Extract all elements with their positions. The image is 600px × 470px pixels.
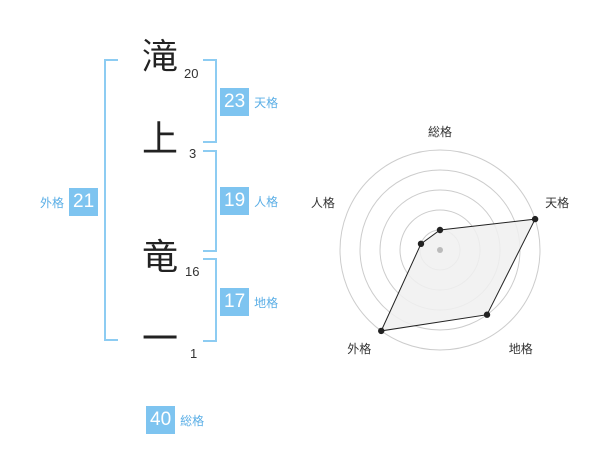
radar-axis-label-1: 総格 [428,124,452,139]
tenkaku-badge: 23 天格 [220,88,278,116]
jinkaku-label: 人格 [254,194,279,209]
gaikaku-badge: 外格 21 [40,188,99,216]
stroke-count-3: 16 [185,264,200,279]
tenkaku-bracket [203,59,217,143]
jinkaku-value: 19 [220,187,250,215]
name-char-2: 上 [142,119,179,160]
name-char-1: 滝 [142,37,179,78]
soukaku-label: 総格 [180,413,205,428]
name-char-3: 竜 [142,237,179,278]
gaikaku-value: 21 [69,188,99,216]
gaikaku-bracket [104,59,118,341]
radar-point-1 [436,226,444,234]
radar-grid-ring [339,149,541,351]
stroke-count-1: 20 [184,66,199,81]
tenkaku-value: 23 [220,88,250,116]
chikaku-bracket [203,258,217,342]
radar-series-area [380,218,536,332]
stroke-count-4: 1 [190,346,198,361]
jinkaku-bracket [203,150,217,252]
radar-point-2 [531,215,539,223]
radar-center-dot [437,247,443,253]
gaikaku-label: 外格 [40,195,65,210]
chikaku-value: 17 [220,288,250,316]
name-char-4: 一 [142,319,179,360]
radar-point-5 [417,240,425,248]
stroke-count-2: 3 [189,146,197,161]
radar-axis-label-5: 人格 [311,195,335,210]
jinkaku-badge: 19 人格 [220,187,278,215]
radar-axis-label-2: 天格 [545,195,569,210]
chikaku-badge: 17 地格 [220,288,278,316]
radar-point-3 [483,311,491,318]
radar-axis-label-4: 外格 [347,341,371,356]
radar-point-4 [378,327,385,335]
soukaku-badge: 40 総格 [146,406,204,434]
tenkaku-label: 天格 [254,95,279,110]
soukaku-value: 40 [146,406,176,434]
chikaku-label: 地格 [254,295,279,310]
radar-axis-label-3: 地格 [509,341,533,356]
